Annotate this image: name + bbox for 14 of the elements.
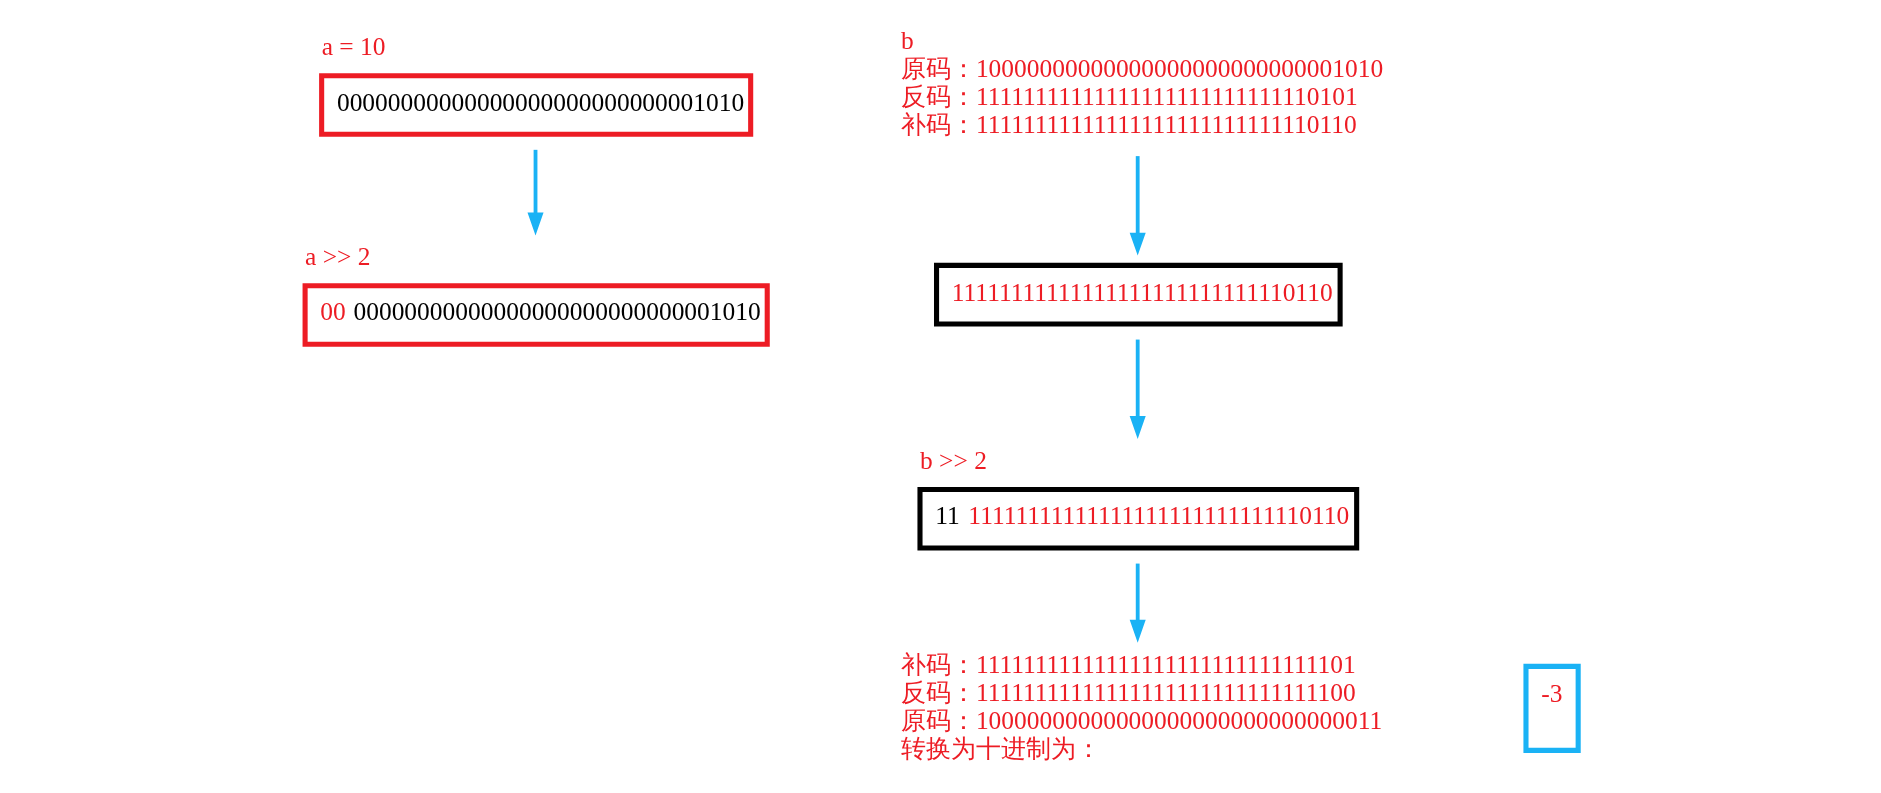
node-text: 补码：11111111111111111111111111111101 反码：11111111111111111111111111111100 原码：10000000000000000000000000000011 转换为十进制为： — [900, 649, 1382, 763]
node-box: 11 11111111111111111111111111110110 — [916, 486, 1359, 551]
arrow — [1129, 339, 1146, 440]
node-box: 00 00000000000000000000000000001010 — [302, 283, 770, 347]
node-text: b 原码：10000000000000000000000000001010 反码：11111111111111111111111111110101 补码：11111111111111111111111111110110 — [900, 25, 1383, 139]
node-label: a >> 2 — [304, 242, 371, 272]
arrow — [1129, 156, 1146, 256]
arrow — [527, 149, 544, 236]
node-label: a = 10 — [321, 32, 385, 62]
node-box: 11111111111111111111111111110110 — [933, 262, 1343, 327]
arrow — [1129, 563, 1146, 643]
node-label: b >> 2 — [919, 446, 987, 476]
node-box: 00000000000000000000000000001010 — [318, 73, 753, 137]
node-box: -3 — [1522, 663, 1581, 753]
